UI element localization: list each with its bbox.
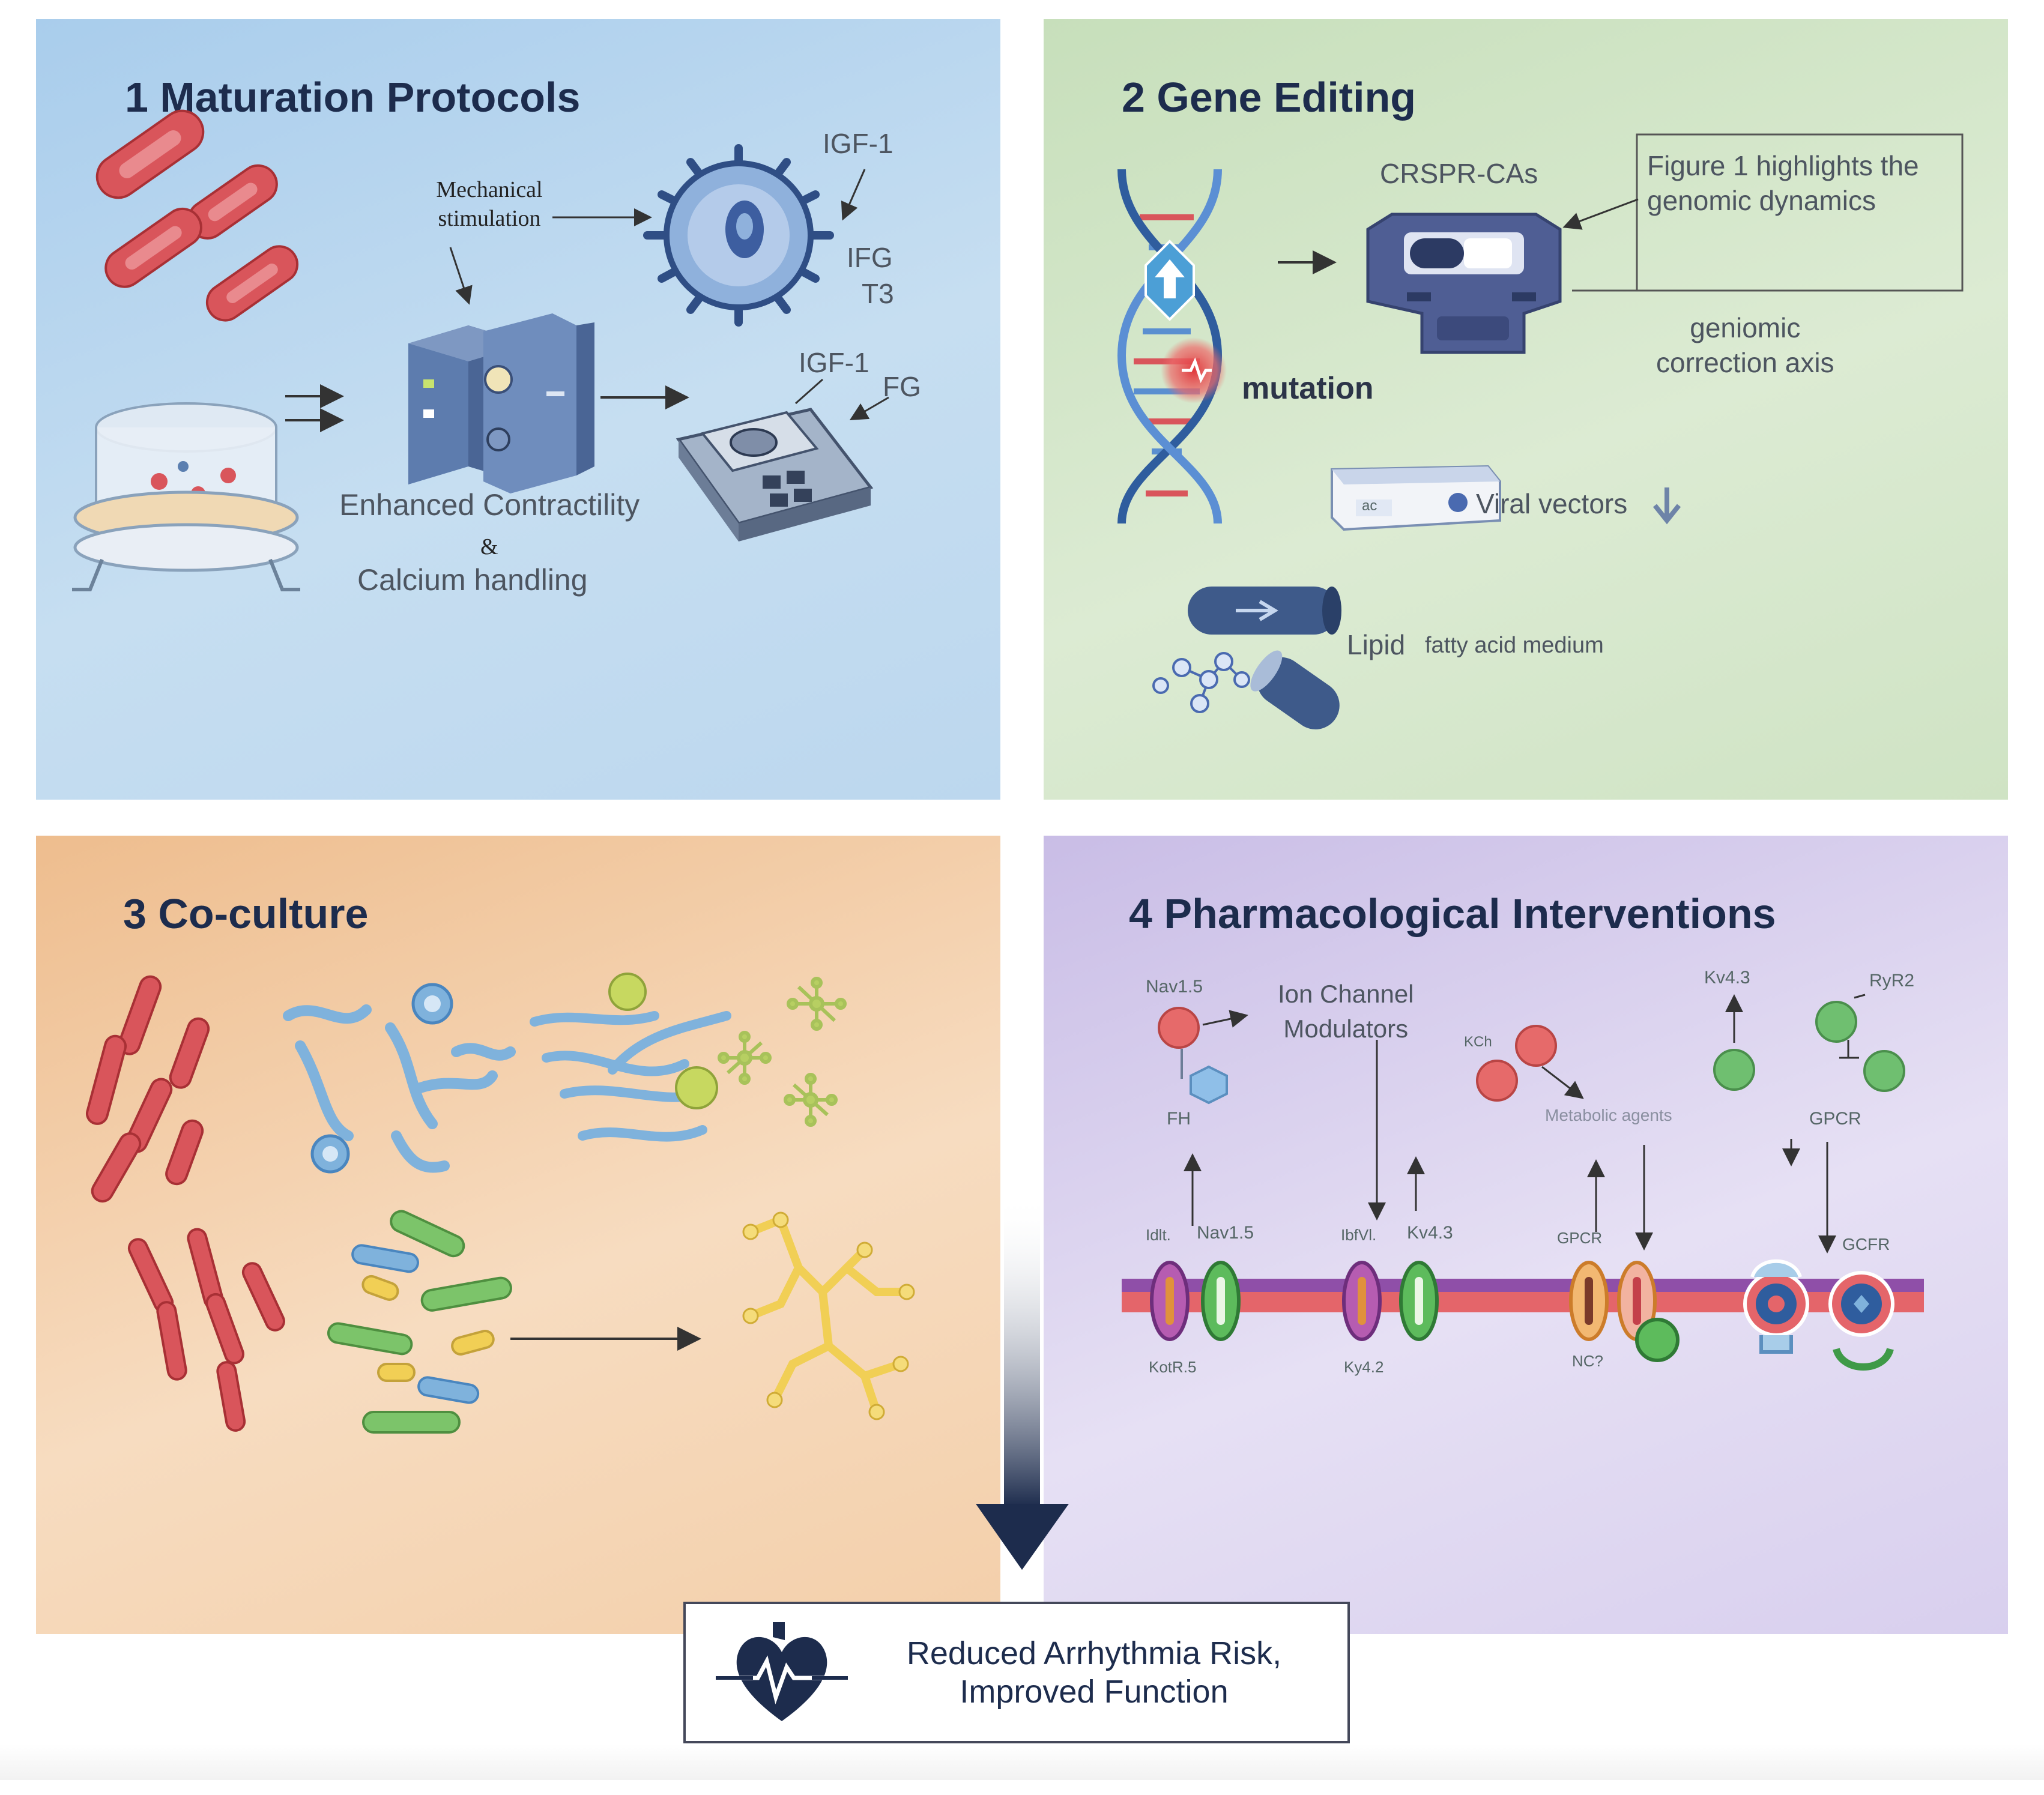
gpcr-label: GPCR (1809, 1109, 1861, 1129)
enhanced-contractility-label: Enhanced Contractility (339, 488, 640, 522)
bottom-strip (0, 1744, 2044, 1780)
mechanical-stimulation-label: Mechanical stimulation (436, 177, 543, 231)
cardiomyocyte-icon (95, 109, 299, 322)
outcome-text: Reduced Arrhythmia Risk, Improved Functi… (906, 1635, 1282, 1710)
kv43-label: Kv4.3 (1704, 968, 1750, 988)
panel-pharmacological-interventions: 4 Pharmacological Interventions (1044, 836, 2008, 1634)
stimulator-device-icon (408, 313, 594, 493)
calcium-handling-label: Calcium handling (357, 563, 588, 597)
co-culture-graphics (85, 973, 915, 1434)
channel-1-bottom-label: KotR.5 (1149, 1358, 1197, 1376)
panel-maturation-protocols: 1 Maturation Protocols (36, 19, 1000, 800)
panel-title: 2 Gene Editing (1122, 74, 1417, 121)
panel-title: 4 Pharmacological Interventions (1129, 890, 1776, 937)
fibroblast-icon (283, 1004, 516, 1173)
nav15-label: Nav1.5 (1146, 977, 1203, 997)
endothelial-cell-icon (530, 1011, 731, 1142)
t3-label: T3 (862, 278, 894, 309)
ifg-label: IFG (847, 242, 893, 273)
panel-title: 3 Co-culture (123, 890, 369, 937)
tissue-plate-icon (676, 408, 874, 542)
down-arrow-icon (1652, 487, 1681, 525)
channel-5-bottom-label: NC? (1572, 1352, 1604, 1370)
correction-axis-label: geniomic correction axis (1656, 312, 1834, 378)
panel-gene-editing: 2 Gene Editing (1044, 19, 2008, 800)
ryr2-label: RyR2 (1869, 971, 1915, 991)
device-label: ac (1362, 498, 1377, 514)
channel-4-label: Kv4.3 (1407, 1223, 1453, 1243)
figure-note-label: Figure 1 highlights the genomic dynamics (1647, 150, 1919, 216)
outcome-box: Reduced Arrhythmia Risk, Improved Functi… (683, 1602, 1350, 1743)
cell-icon (643, 144, 834, 327)
gene-editing-graphics (1117, 133, 1964, 729)
igf1-label-2: IGF-1 (799, 347, 869, 378)
igf1-label: IGF-1 (823, 128, 893, 159)
viral-vector-device-icon (1331, 465, 1501, 531)
channel-6-label: GCFR (1842, 1235, 1890, 1253)
crispr-label: CRSPR-CAs (1380, 158, 1538, 189)
lipid-medium-label: fatty acid medium (1425, 633, 1604, 658)
ion-channel-icon (1150, 1259, 1894, 1371)
metabolic-agents-label: Metabolic agents (1545, 1106, 1672, 1124)
fh-label: FH (1167, 1109, 1191, 1129)
kch-label: KCh (1464, 1034, 1492, 1050)
panel-co-culture: 3 Co-culture (36, 836, 1000, 1634)
cardiomyocyte-icon (85, 975, 210, 1203)
ampersand-label: & (480, 534, 498, 560)
dna-helix-icon (1117, 169, 1227, 524)
channel-1-label: Idlt. (1146, 1226, 1171, 1244)
maturation-graphics (72, 109, 889, 591)
lipid-capsule-icon (1152, 587, 1341, 729)
bioreactor-icon (72, 402, 300, 591)
lipid-label: Lipid (1347, 629, 1406, 660)
heart-icon (716, 1622, 848, 1721)
pharmacology-graphics (1122, 994, 1924, 1371)
viral-vectors-label: Viral vectors (1476, 488, 1628, 519)
mutation-label: mutation (1242, 371, 1374, 406)
channel-2-label: Nav1.5 (1197, 1223, 1254, 1243)
ion-channel-modulators-label: Ion Channel Modulators (1278, 980, 1414, 1043)
channel-3-label: IbfVl. (1341, 1226, 1377, 1244)
crispr-device-icon (1366, 213, 1562, 354)
channel-3-bottom-label: Ky4.2 (1344, 1358, 1384, 1376)
panel-title: 1 Maturation Protocols (125, 74, 581, 121)
fg-label: FG (883, 371, 921, 402)
channel-5-label: GPCR (1557, 1229, 1603, 1247)
